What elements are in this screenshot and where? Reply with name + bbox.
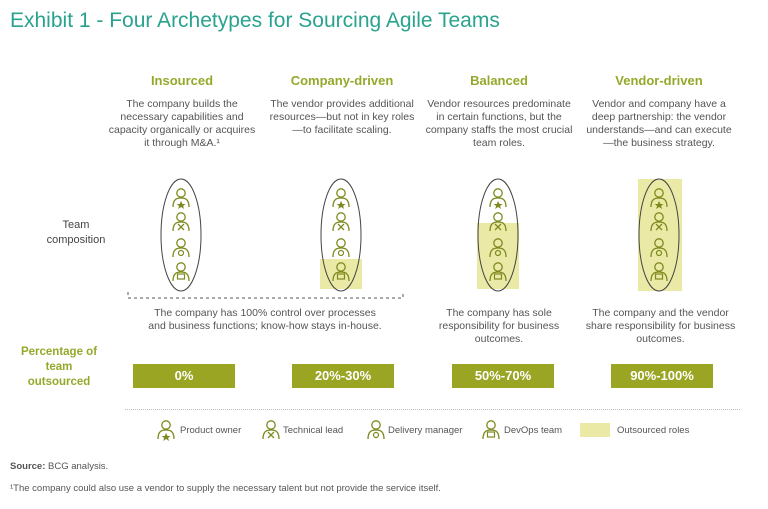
team-members-balanced [489, 188, 507, 282]
product-owner-icon [157, 420, 175, 441]
legend-label-product-owner: Product owner [180, 425, 242, 436]
row-label-percentage-outsourced: Percentage of team outsourced [20, 346, 98, 388]
description-insourced: The company builds the necessary capabil… [108, 98, 256, 149]
note-sole-responsibility: The company has sole responsibility for … [438, 307, 560, 345]
team-oval-vendor-driven [638, 178, 680, 292]
footnote: ¹The company could also use a vendor to … [10, 483, 441, 494]
legend-label-technical-lead: Technical lead [283, 425, 344, 436]
column-heading-company-driven: Company-driven [290, 73, 394, 88]
legend-separator [125, 409, 740, 410]
exhibit-title: Exhibit 1 - Four Archetypes for Sourcing… [10, 9, 500, 32]
description-company-driven: The vendor provides additional resources… [269, 98, 415, 136]
row-label-team-composition: Team composition [46, 219, 106, 246]
legend-label-devops-team: DevOps team [504, 425, 563, 436]
source-label: Source: [10, 461, 46, 472]
percent-bar-company-driven: 20%-30% [292, 364, 394, 388]
description-vendor-driven: Vendor and company have a deep partnersh… [586, 98, 732, 149]
column-heading-balanced: Balanced [470, 73, 528, 88]
team-oval-balanced [477, 178, 519, 292]
team-oval-insourced [160, 178, 202, 292]
outsourced-roles-swatch [580, 423, 610, 437]
technical-lead-icon [262, 420, 280, 440]
devops-team-icon [482, 420, 500, 440]
team-composition-diagram [127, 178, 682, 299]
column-heading-vendor-driven: Vendor-driven [615, 73, 703, 88]
percent-bar-insourced: 0% [133, 364, 235, 388]
legend-label-outsourced-roles: Outsourced roles [617, 425, 690, 436]
control-bracket [127, 292, 404, 299]
note-shared-responsibility: The company and the vendor share respons… [585, 307, 736, 345]
delivery-manager-icon [367, 420, 385, 440]
source-line: Source: BCG analysis. [10, 461, 108, 472]
legend-label-delivery-manager: Delivery manager [388, 425, 463, 436]
column-heading-insourced: Insourced [150, 73, 214, 88]
team-members-insourced [172, 188, 190, 282]
team-oval-company-driven [320, 178, 362, 292]
percent-bar-balanced: 50%-70% [452, 364, 554, 388]
description-balanced: Vendor resources predominate in certain … [425, 98, 573, 149]
source-text: BCG analysis. [45, 461, 109, 472]
legend: Product owner Technical lead Delivery ma… [155, 420, 755, 442]
percent-bar-vendor-driven: 90%-100% [611, 364, 713, 388]
note-company-control: The company has 100% control over proces… [148, 307, 382, 332]
team-members-company-driven [332, 188, 350, 282]
team-members-vendor-driven [650, 188, 668, 282]
